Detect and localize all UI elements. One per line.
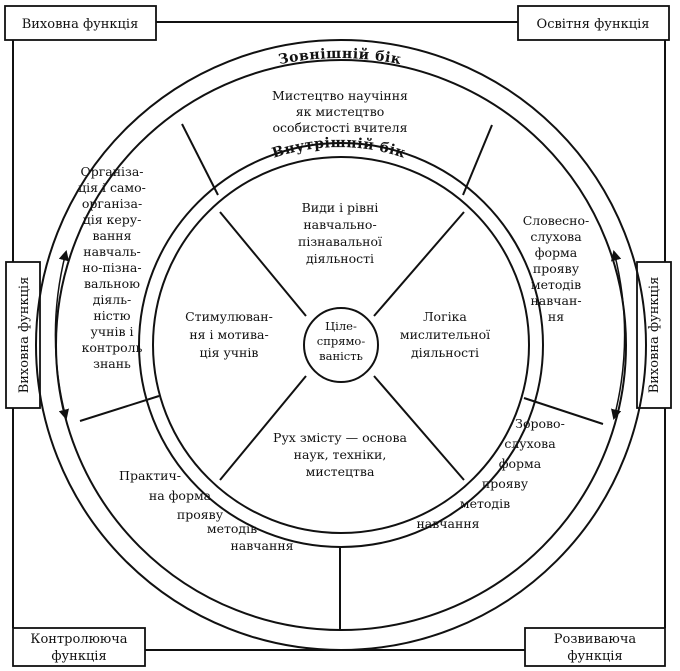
center-label-line: спрямо- bbox=[317, 334, 366, 348]
sector-text-line: Стимулюван- bbox=[185, 309, 273, 324]
sector-text-line: вальною bbox=[84, 276, 140, 291]
sector-text-line: ня і мотива- bbox=[189, 327, 268, 342]
sector-text-line: слухова bbox=[530, 229, 582, 244]
sector-text-line: діяль- bbox=[93, 292, 132, 307]
sector-text-line: організа- bbox=[82, 196, 142, 211]
sector-text-line: Рух змісту — основа bbox=[273, 430, 407, 445]
function-label-line: функція bbox=[51, 649, 106, 664]
sector-text-line: пізнавальної bbox=[298, 234, 382, 249]
sector-text-line: знань bbox=[93, 356, 131, 371]
sector-text-line: но-пізна- bbox=[82, 260, 141, 275]
sector-text-line: прояву bbox=[482, 476, 529, 491]
sector-text-line: діяльності bbox=[411, 345, 479, 360]
function-box-top-left: Виховна функція bbox=[4, 5, 157, 41]
outer-circle bbox=[35, 39, 647, 651]
sector-text-line: прояву bbox=[177, 507, 224, 522]
sector-text-line: ція і само- bbox=[78, 180, 146, 195]
sector-text-line: прояву bbox=[533, 261, 580, 276]
sector-text-line: методів bbox=[460, 496, 510, 511]
inner-sector-left: Стимулюван- ня і мотива- ція учнів bbox=[185, 309, 273, 360]
sector-text-line: навчання bbox=[416, 516, 479, 531]
sector-text-line: мистецтва bbox=[306, 464, 375, 479]
sector-text-line: Словесно- bbox=[523, 213, 590, 228]
sector-text-line: особистості вчителя bbox=[272, 120, 407, 135]
sector-text-line: як мистецтво bbox=[296, 104, 385, 119]
sector-text-line: Практич- bbox=[119, 468, 181, 483]
function-label-line: Контролююча bbox=[30, 632, 127, 647]
sector-text-line: ція учнів bbox=[200, 345, 259, 360]
sector-text-line: Організа- bbox=[80, 164, 143, 179]
outer-sector-left: Організа- ція і само- організа- ція керу… bbox=[78, 164, 146, 371]
function-label: Виховна функція bbox=[17, 277, 32, 394]
sector-text-line: ня bbox=[548, 309, 564, 324]
sector-text-line: Логіка bbox=[423, 309, 467, 324]
sector-text-line: Види і рівні bbox=[302, 200, 379, 215]
sector-text-line: навчання bbox=[230, 538, 293, 553]
inner-sector-top: Види і рівні навчально- пізнавальної дія… bbox=[298, 200, 382, 266]
sector-text-line: мислительної bbox=[400, 327, 490, 342]
sector-text-line: наук, техніки, bbox=[294, 447, 387, 462]
sector-text-line: форма bbox=[535, 245, 578, 260]
outer-sector-bottom-left: Практич- на форма прояву методів навчанн… bbox=[119, 468, 294, 553]
inner-sector-dividers bbox=[219, 211, 465, 481]
sector-text-line: вання bbox=[92, 228, 131, 243]
function-box-bottom-left: Контролююча функція bbox=[12, 627, 146, 667]
function-box-left: Виховна функція bbox=[5, 261, 41, 409]
sector-text-line: контроль bbox=[82, 340, 143, 355]
sector-text-line: ція керу- bbox=[83, 212, 142, 227]
function-label-line: функція bbox=[567, 649, 622, 664]
sector-text-line: навчан- bbox=[530, 293, 581, 308]
inner-sector-right: Логіка мислительної діяльності bbox=[400, 309, 490, 360]
sector-text-line: методів bbox=[531, 277, 581, 292]
center-label-line: Ціле- bbox=[325, 319, 357, 333]
sector-text-line: учнів і bbox=[91, 324, 134, 339]
function-label-line: Розвиваюча bbox=[554, 632, 637, 647]
sector-text-line: методів bbox=[207, 521, 257, 536]
sector-text-line: форма bbox=[499, 456, 542, 471]
sector-text-line: навчаль- bbox=[83, 244, 141, 259]
sector-text-line: навчально- bbox=[303, 217, 376, 232]
function-label: Виховна функція bbox=[647, 277, 662, 394]
center-circle: Ціле- спрямо- ваність bbox=[303, 307, 379, 383]
function-box-bottom-right: Розвиваюча функція bbox=[524, 627, 666, 667]
function-label: Освітня функція bbox=[537, 17, 650, 32]
outer-sector-right-bottom: Зорово- слухова форма прояву методів нав… bbox=[416, 416, 564, 531]
inner-circle bbox=[152, 156, 530, 534]
center-label-line: ваність bbox=[319, 349, 363, 363]
sector-text-line: Мистецтво научіння bbox=[272, 88, 408, 103]
sector-text-line: ністю bbox=[93, 308, 130, 323]
function-label: Виховна функція bbox=[22, 17, 139, 32]
sector-text-line: діяльності bbox=[306, 251, 374, 266]
outer-sector-dividers bbox=[79, 123, 604, 630]
sector-text-line: Зорово- bbox=[515, 416, 565, 431]
sector-text-line: на форма bbox=[149, 488, 212, 503]
function-box-right: Виховна функція bbox=[636, 261, 672, 409]
outer-sector-top: Мистецтво научіння як мистецтво особисто… bbox=[272, 88, 408, 135]
inner-sector-bottom: Рух змісту — основа наук, техніки, мисте… bbox=[273, 430, 407, 479]
function-box-top-right: Освітня функція bbox=[517, 5, 670, 41]
sector-text-line: слухова bbox=[504, 436, 556, 451]
outer-ring-title: Зовнішній бік bbox=[277, 46, 403, 69]
outer-sector-right-top: Словесно- слухова форма прояву методів н… bbox=[523, 213, 590, 324]
